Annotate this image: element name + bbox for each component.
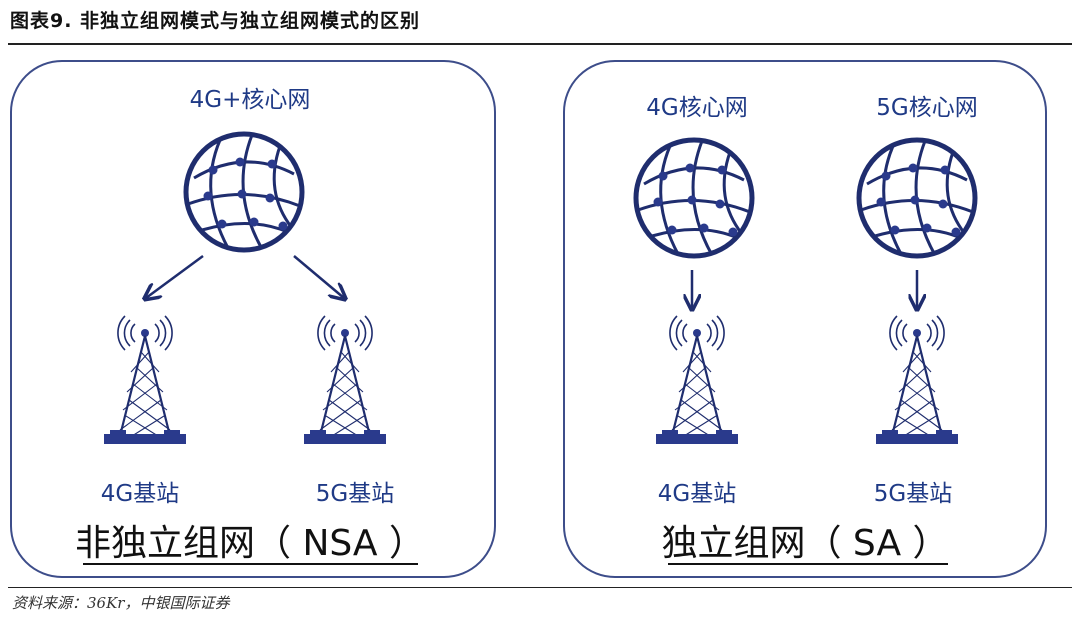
top-rule: [8, 43, 1072, 45]
bottom-rule: [8, 587, 1072, 588]
nsa-5g-station-label: 5G基站: [315, 481, 395, 507]
nsa-panel: [10, 60, 496, 578]
sa-4g-core-label: 4G核心网: [646, 95, 748, 121]
sa-5g-core-label: 5G核心网: [876, 95, 978, 121]
nsa-4g-station-label: 4G基站: [100, 481, 180, 507]
figure-title: 图表9. 非独立组网模式与独立组网模式的区别: [10, 10, 421, 32]
sa-mode-label: 独立组网（ SA ）: [661, 523, 949, 564]
nsa-core-to-4g-arrow: [146, 254, 204, 298]
sa-panel: [563, 60, 1047, 578]
nsa-mode-label: 非独立组网（ NSA ）: [75, 523, 425, 564]
sa-mode-underline: [668, 563, 948, 565]
nsa-core-label: 4G+核心网: [189, 87, 311, 113]
source-note: 资料来源：36Kr，中银国际证券: [12, 594, 230, 612]
sa-5g-station-label: 5G基站: [873, 481, 953, 507]
sa-4g-station-label: 4G基站: [657, 481, 737, 507]
nsa-mode-underline: [83, 563, 418, 565]
nsa-core-to-5g-arrow: [293, 255, 344, 298]
